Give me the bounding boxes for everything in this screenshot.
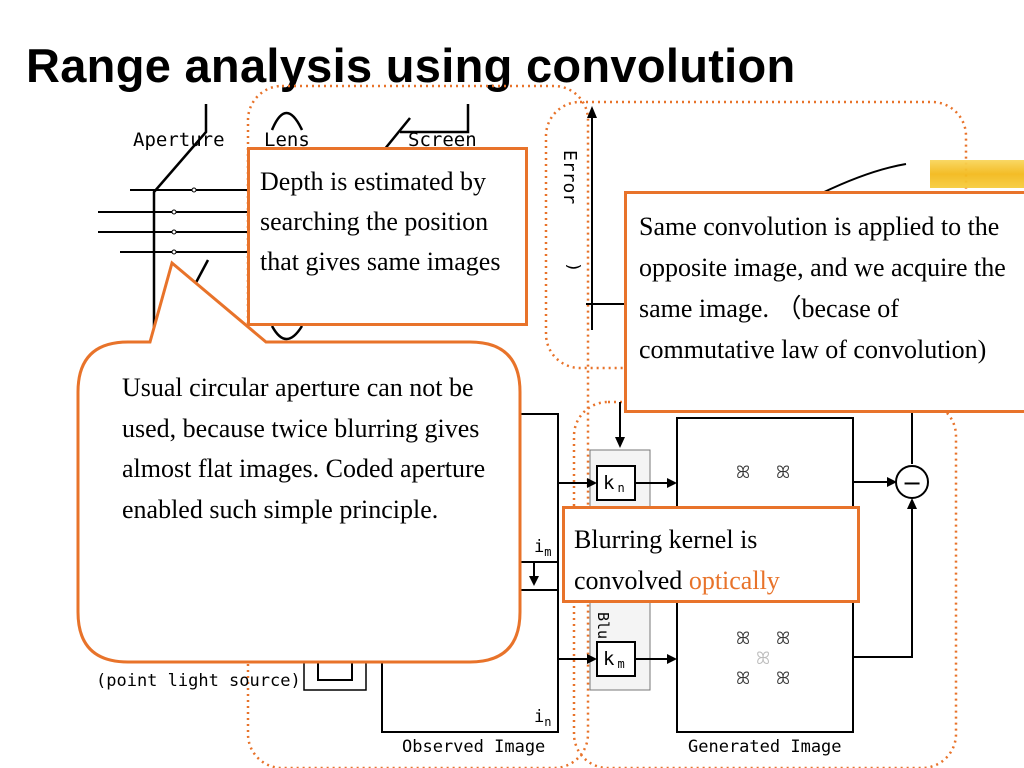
kernel-pattern: ꕤ	[736, 669, 750, 688]
lower-feed-line	[853, 504, 913, 658]
observed-i-n: in	[534, 707, 551, 729]
screen-label: Screen	[408, 129, 477, 151]
kernel-note: Blurring kernel is convolved optically	[562, 506, 860, 603]
generated-image-label: Generated Image	[688, 737, 842, 757]
subtract-symbol: −	[902, 469, 922, 497]
lens-label: Lens	[264, 129, 310, 151]
kernel-pattern: ꕤ	[776, 669, 790, 688]
error-axis-label: Error	[559, 150, 580, 204]
lens-bottom-arc	[270, 325, 304, 341]
aperture-callout-bubble	[76, 260, 522, 664]
observed-down-arrow-head	[529, 576, 539, 586]
aperture-hole	[171, 229, 177, 235]
point-light-source-label: (point light source)	[96, 671, 301, 691]
arrow-observed-to-kn-head	[587, 478, 597, 488]
error-y-axis-arrow	[587, 106, 597, 118]
highlight-mark	[930, 160, 1024, 188]
error-axis-bracket: )	[563, 262, 583, 272]
arrow-observed-to-km-head	[587, 654, 597, 664]
aperture-hole	[191, 187, 197, 193]
observed-i-m: im	[534, 537, 551, 559]
arrow-to-kernel-n-head	[615, 437, 625, 448]
aperture-plate	[152, 104, 208, 340]
kernel-note-text: Blurring kernel is convolved	[574, 525, 758, 595]
aperture-note: Usual circular aperture can not be used,…	[122, 373, 486, 524]
kernel-pattern-faint: ꕤ	[756, 649, 770, 668]
aperture-label: Aperture	[133, 129, 225, 151]
lower-feed-arrow-head	[907, 498, 917, 509]
lens-top-arc	[270, 111, 304, 131]
depth-estimation-note: Depth is estimated by searching the posi…	[247, 147, 528, 326]
blur-label: Blu	[594, 612, 612, 639]
screen-plate	[400, 104, 470, 134]
screen-slant	[383, 117, 411, 151]
convolution-note: Same convolution is applied to the oppos…	[624, 191, 1024, 413]
kernel-pattern: ꕤ	[776, 629, 790, 648]
aperture-hole	[171, 249, 177, 255]
kernel-pattern: ꕤ	[736, 629, 750, 648]
arrow-generated-to-minus-head	[887, 477, 897, 487]
kernel-m-box	[596, 641, 636, 677]
kernel-note-accent: optically	[688, 566, 780, 595]
kernel-pattern: ꕤ	[736, 463, 750, 482]
kernel-pattern: ꕤ	[776, 463, 790, 482]
arrow-km-to-generated-head	[667, 654, 677, 664]
slide-title: Range analysis using convolution	[26, 39, 796, 92]
observed-image-label: Observed Image	[402, 737, 545, 757]
subtract-node	[895, 465, 929, 499]
observed-image-frame	[381, 413, 559, 733]
arrow-kn-to-generated-head	[667, 478, 677, 488]
aperture-hole	[171, 209, 177, 215]
